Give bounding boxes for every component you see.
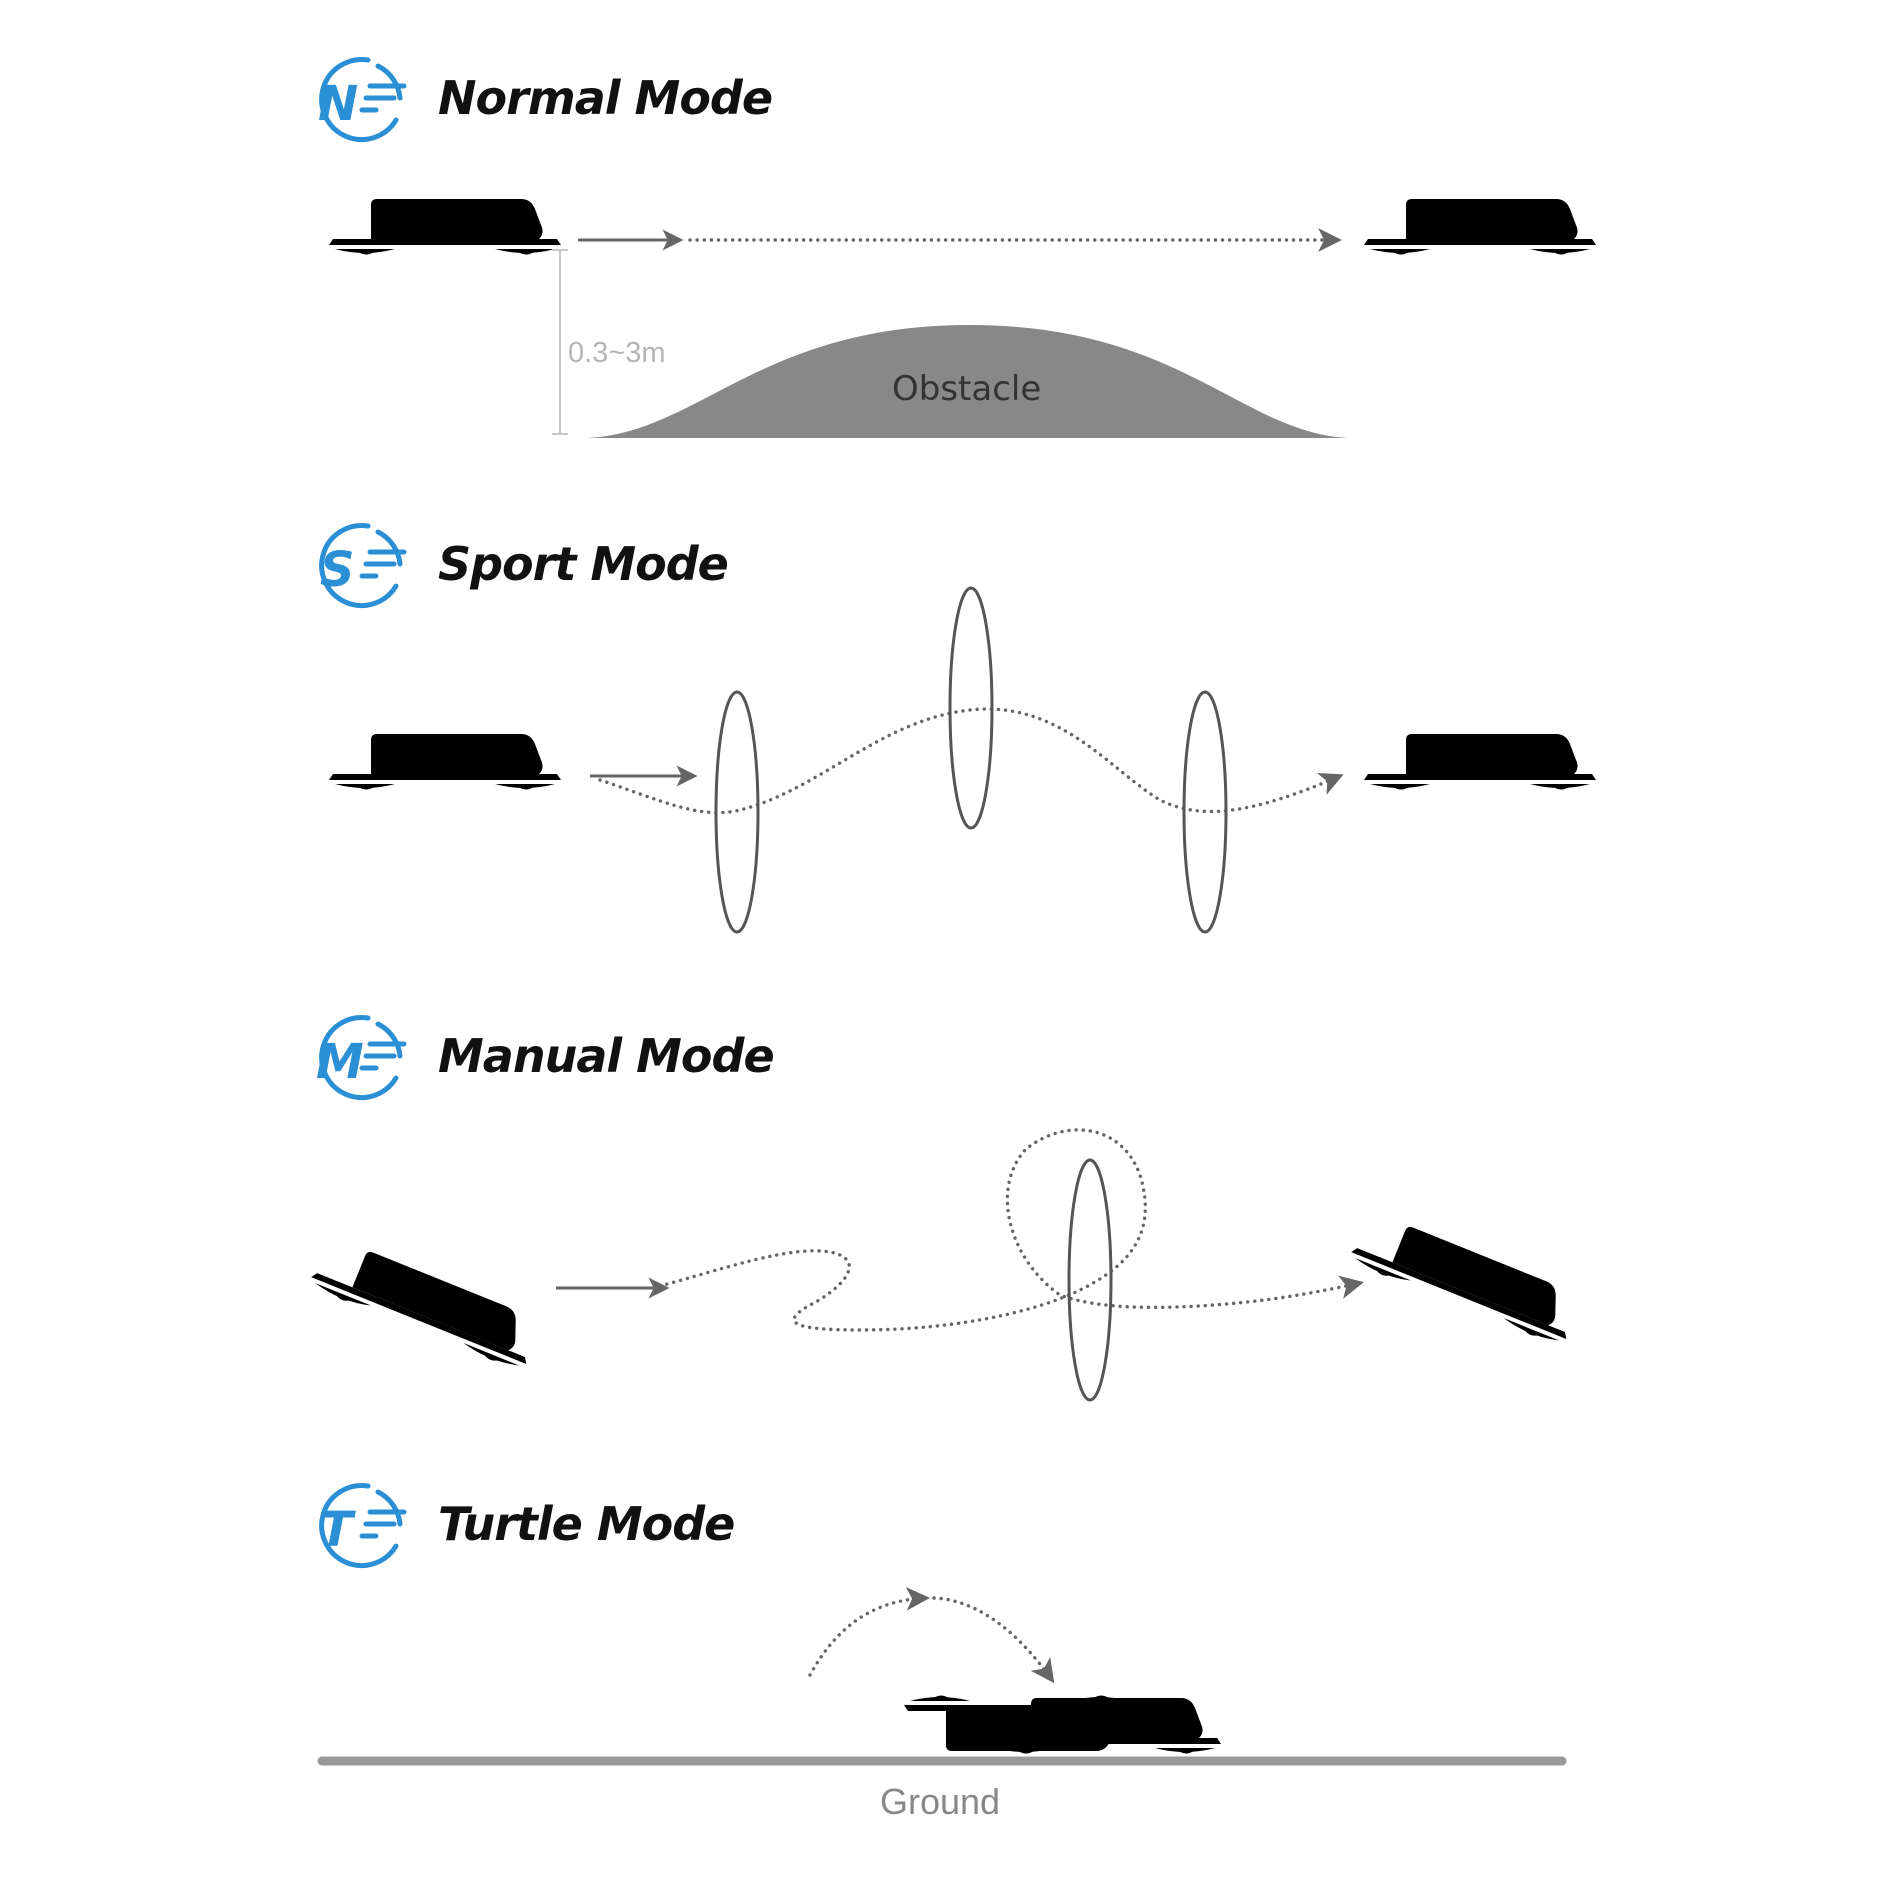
svg-text:M: M [316,1034,364,1090]
height-range-label: 0.3~3m [568,337,666,369]
normal-mode-section: N Normal Mode 0.3~3m Obstacle [318,59,1600,438]
ring-gate-icon [1067,1158,1113,1402]
height-range-indicator [552,249,568,435]
flight-path [598,707,1344,815]
obstacle-shape [588,325,1348,438]
svg-text:T: T [320,1502,356,1558]
drone-icon [300,1232,548,1383]
turtle-mode-section: T Turtle Mode Ground [317,1485,1567,1822]
svg-text:S: S [320,542,355,598]
sport-mode-title: Sport Mode [438,537,728,591]
sport-mode-badge-icon: S [320,525,404,605]
manual-mode-section: M Manual Mode [300,1017,1588,1402]
drone-icon [325,199,565,263]
normal-mode-badge-icon: N [318,59,404,139]
drone-icon [325,734,565,798]
manual-mode-badge-icon: M [316,1017,404,1097]
drone-icon [1360,734,1600,798]
ring-gate-icon [948,586,994,830]
turtle-mode-title: Turtle Mode [438,1497,734,1551]
manual-mode-title: Manual Mode [438,1029,774,1083]
obstacle-label: Obstacle [892,369,1041,409]
ring-gate-icon [714,690,760,934]
ground-label: Ground [880,1781,1000,1822]
svg-text:N: N [318,76,358,132]
sport-mode-section: S Sport Mode [320,525,1600,934]
normal-mode-title: Normal Mode [438,71,772,125]
ring-gate-icon [1182,690,1228,934]
flip-path [932,1596,1055,1684]
flip-path [808,1586,930,1677]
turtle-mode-badge-icon: T [320,1485,404,1565]
drone-icon [1360,199,1600,263]
drone-icon [1340,1207,1588,1358]
flight-path [658,1128,1364,1332]
